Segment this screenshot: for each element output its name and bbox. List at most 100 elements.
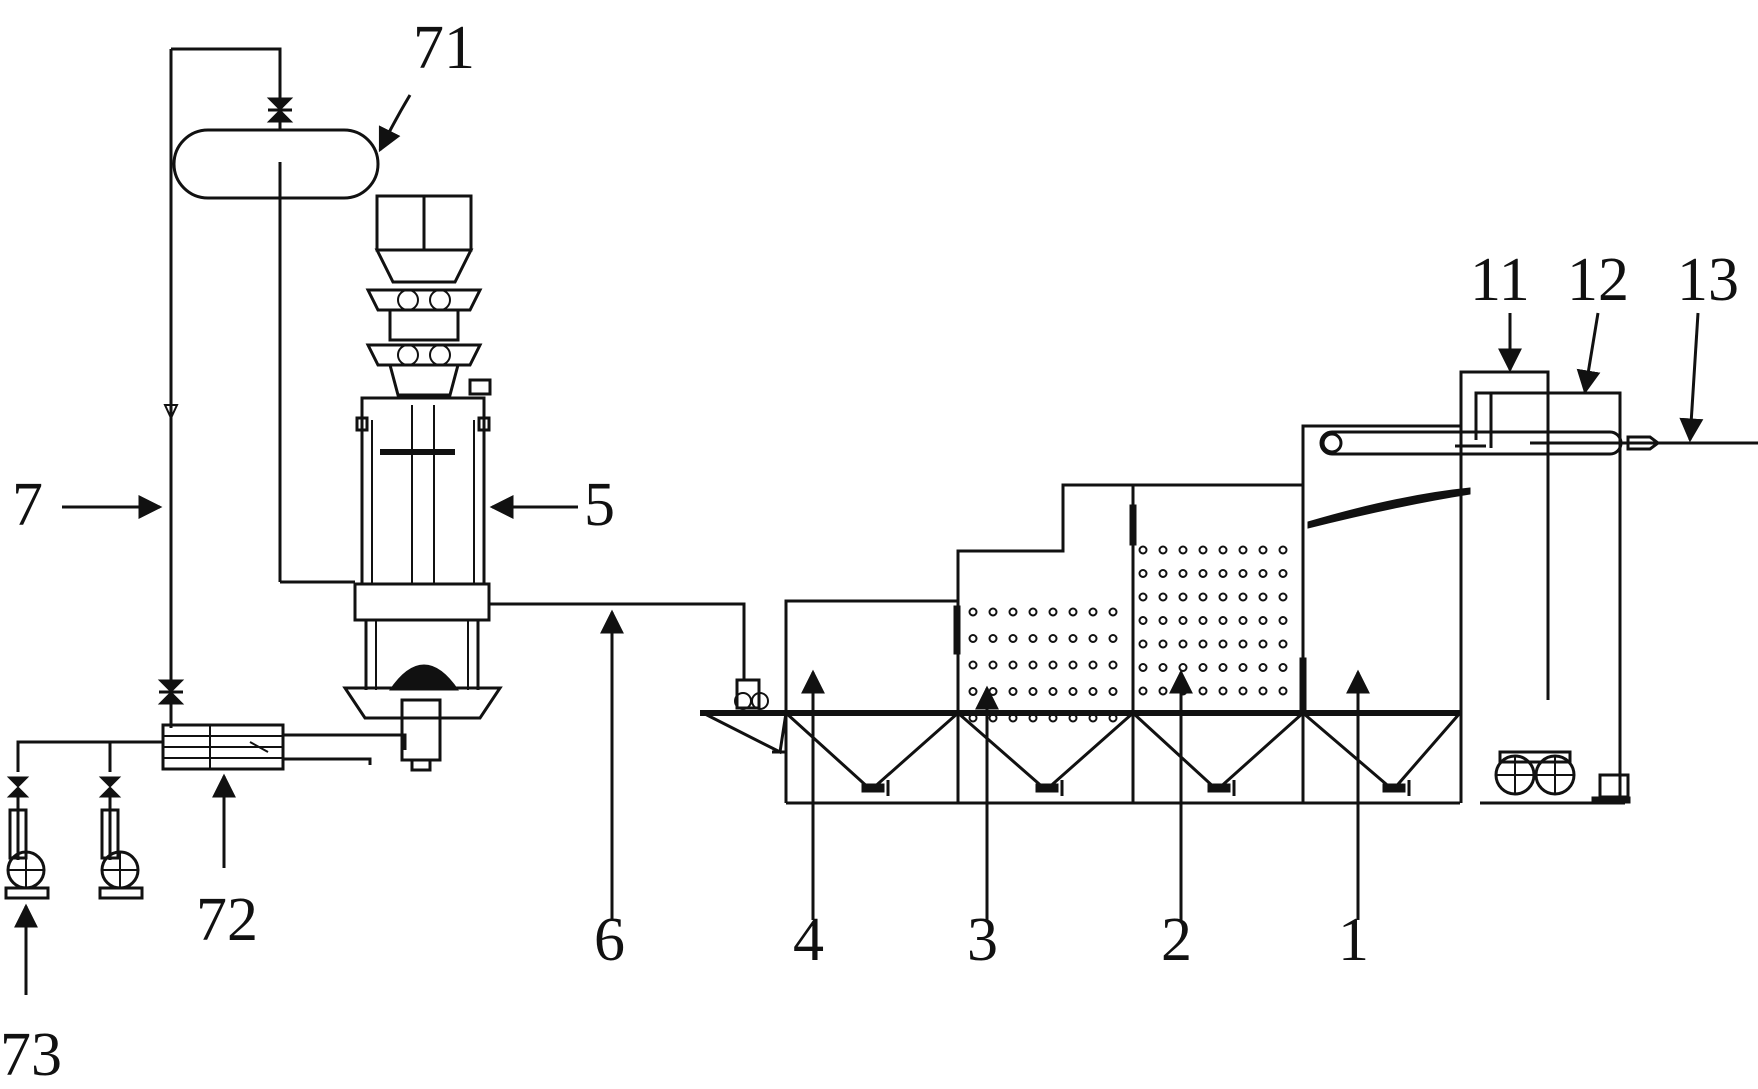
hole [1108,660,1118,670]
hole [1158,592,1168,602]
hole [988,607,998,617]
pump-icon [4,776,50,900]
hole [968,660,978,670]
hole [1008,713,1018,723]
hole [1198,639,1208,649]
hole [968,687,978,696]
hole [1178,545,1188,555]
hole [1028,607,1038,617]
hole [968,713,978,723]
hole [1138,616,1148,625]
hole [968,634,978,643]
hole [1238,569,1248,578]
pump-icon [98,776,144,900]
hole [1238,639,1248,649]
hole [1258,616,1268,625]
hole [1068,713,1078,723]
hole [1108,634,1118,643]
hole [1178,592,1188,602]
hole [968,607,978,617]
hole [1238,592,1248,602]
hole [1138,639,1148,649]
hole [1238,686,1248,696]
hole [1108,607,1118,617]
hole [1028,660,1038,670]
hole [1088,634,1098,643]
hole [1238,545,1248,555]
hole [1258,592,1268,602]
hole [1048,634,1058,643]
hole [1068,634,1078,643]
hole [988,660,998,670]
holes-zone-3 [968,607,1118,723]
label-4: 4 [793,906,824,974]
hole [1278,663,1288,672]
hole [1028,634,1038,643]
hole [988,713,998,723]
hole [988,687,998,696]
label-72: 72 [196,886,258,954]
label-7: 7 [12,471,43,539]
hole [1088,607,1098,617]
hole [1158,663,1168,672]
hole [1008,607,1018,617]
hole [1138,592,1148,602]
tank-71 [172,128,380,200]
label-73: 73 [0,1021,62,1089]
hole [1068,660,1078,670]
hole [1278,639,1288,649]
hole [1108,713,1118,723]
hole [1258,663,1268,672]
hole [1008,687,1018,696]
label-12: 12 [1567,246,1629,314]
hole [1198,545,1208,555]
label-6: 6 [594,906,625,974]
hole [1048,607,1058,617]
hole [1068,607,1078,617]
label-3: 3 [967,906,998,974]
label-71: 71 [413,14,475,82]
hole [1278,545,1288,555]
hole [1178,569,1188,578]
hole [1238,616,1248,625]
label-13: 13 [1677,246,1739,314]
hole [1158,639,1168,649]
hole [1238,663,1248,672]
leader-lines [13,94,1704,995]
hole [1198,569,1208,578]
hole [1278,569,1288,578]
hole [1198,686,1208,696]
hole [1048,660,1058,670]
hole [1028,713,1038,723]
hole [1108,687,1118,696]
hole [1068,687,1078,696]
furnace-body [700,424,1471,805]
hole [1198,616,1208,625]
label-1: 1 [1338,906,1369,974]
hole [1218,616,1228,625]
hole [1008,634,1018,643]
hole [1258,639,1268,649]
hole [988,634,998,643]
hole [1088,687,1098,696]
hole [1028,687,1038,696]
hole [1218,639,1228,649]
valve-icon [157,679,185,705]
hole [1158,616,1168,625]
header-72 [16,723,407,772]
holes-zone-2 [1138,545,1288,696]
hole [1138,569,1148,578]
hole [1278,686,1288,696]
hole [1178,663,1188,672]
label-2: 2 [1161,906,1192,974]
hole [1138,663,1148,672]
hole [1278,616,1288,625]
hole [1158,545,1168,555]
conveyor-outlet [1319,370,1758,805]
hole [1178,639,1188,649]
label-5: 5 [584,471,615,539]
hole [1198,663,1208,672]
hole [1138,686,1148,696]
